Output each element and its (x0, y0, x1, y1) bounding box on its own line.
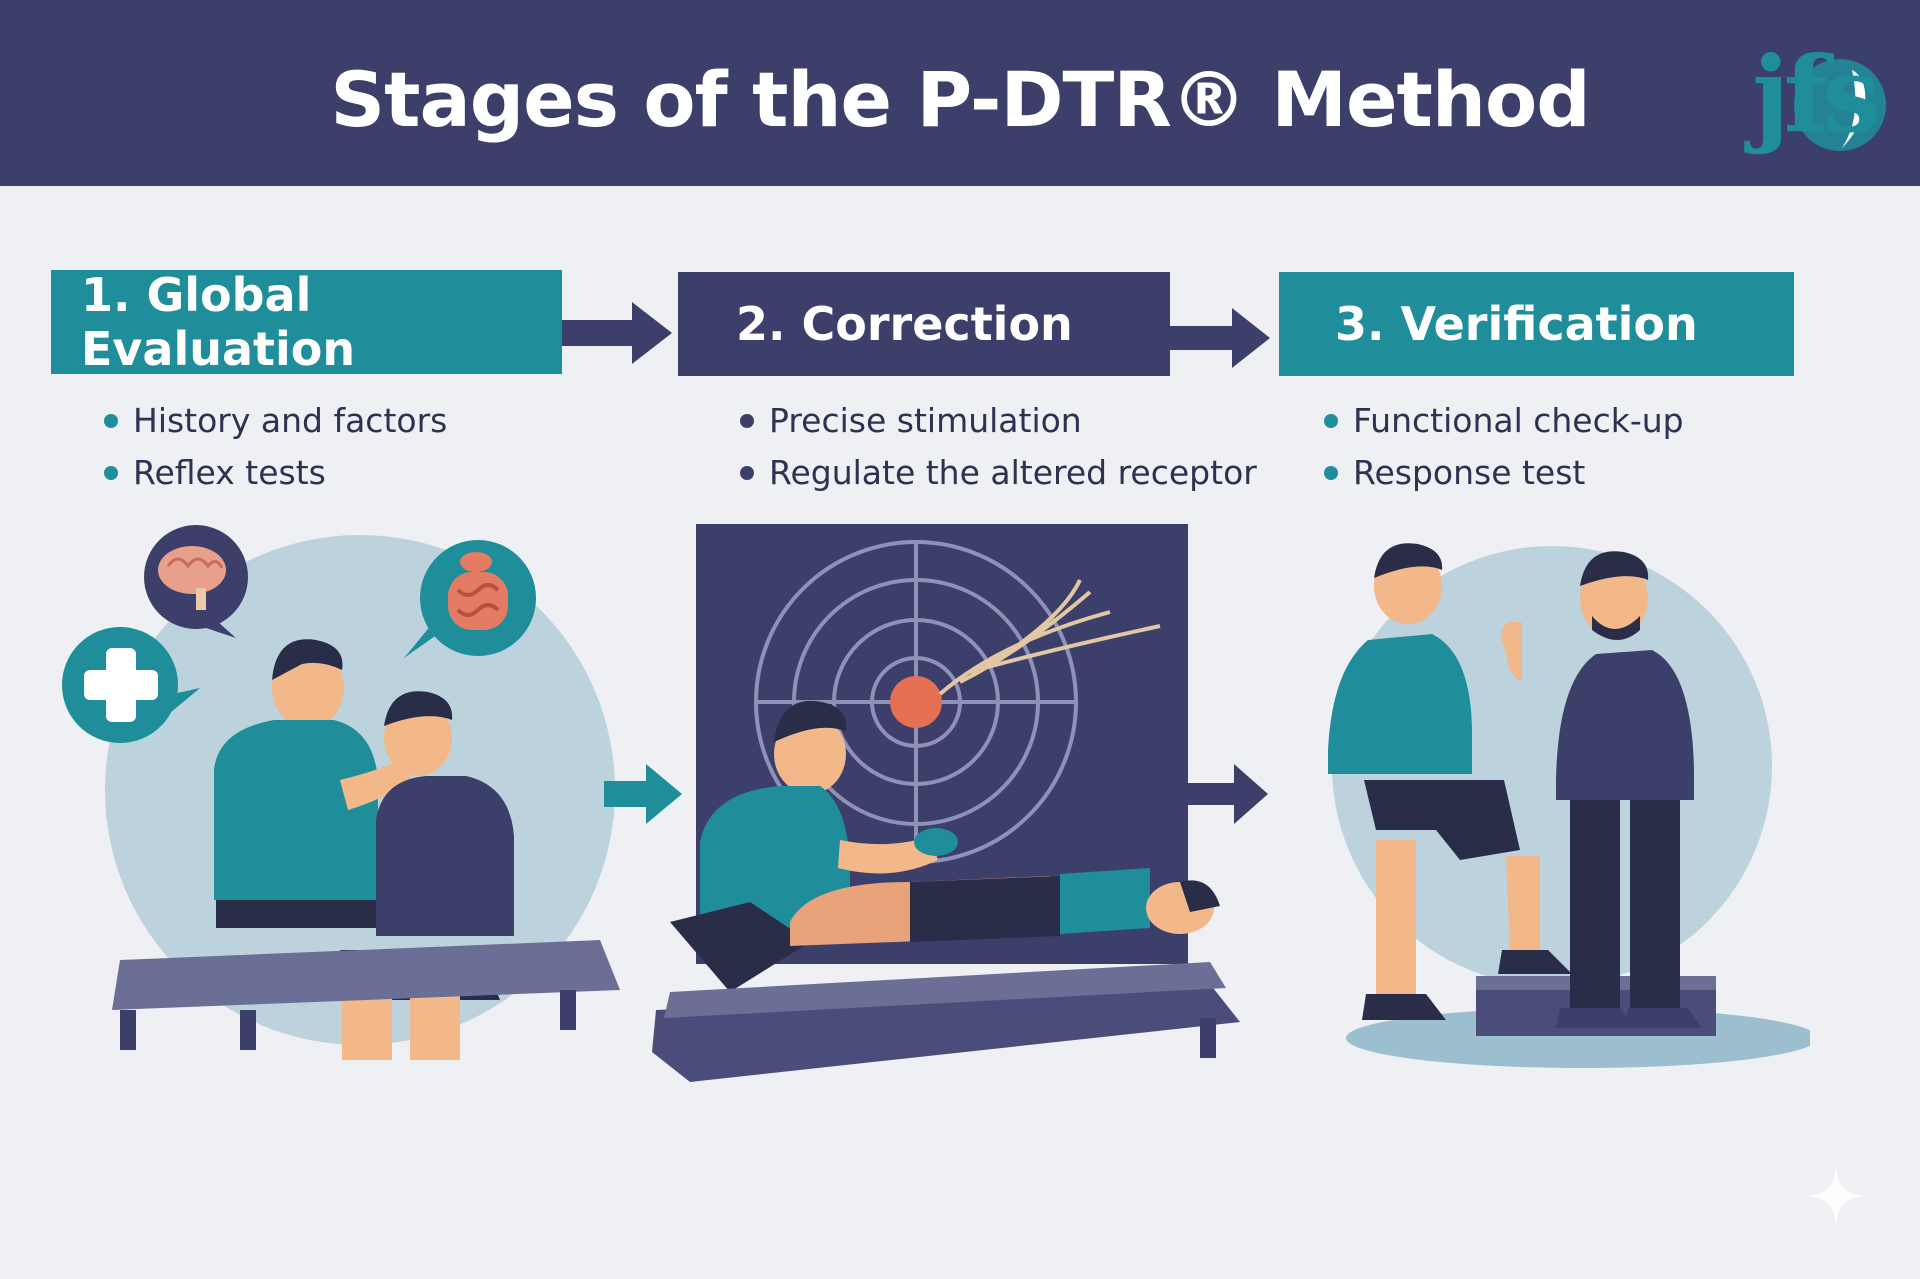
page-title: Stages of the P-DTR® Method (330, 55, 1590, 144)
medical-cross-icon (62, 627, 200, 743)
stage-1-box: 1. Global Evaluation (51, 268, 562, 376)
bullet-dot (104, 466, 118, 480)
arrow-evaluation-to-correction-icon (604, 764, 682, 824)
list-item: Response test (1324, 447, 1684, 499)
stage-3-label: 3. Verification (1335, 297, 1698, 351)
list-item: Regulate the altered receptor (740, 447, 1257, 499)
stage-2-label: 2. Correction (736, 297, 1073, 351)
list-item: Functional check-up (1324, 395, 1684, 447)
patient-figure (790, 868, 1220, 946)
arrow-2-to-3-icon (1170, 308, 1270, 368)
bullet-text: Regulate the altered receptor (769, 453, 1257, 492)
logo-text: jfs (1752, 33, 1881, 156)
bullet-text: Precise stimulation (769, 401, 1082, 440)
therapist-figure (670, 700, 958, 992)
therapist-figure (214, 639, 412, 928)
therapist-figure (1501, 551, 1702, 1028)
sparkle-icon (1808, 1164, 1864, 1228)
correction-illustration (652, 524, 1240, 1082)
treatment-table (652, 962, 1240, 1082)
brain-icon (144, 525, 248, 638)
bullet-text: Response test (1353, 453, 1586, 492)
bullet-dot (104, 414, 118, 428)
stage-3-box: 3. Verification (1279, 272, 1794, 376)
intestine-icon (404, 540, 536, 658)
list-item: Reflex tests (104, 447, 447, 499)
bullet-text: Functional check-up (1353, 401, 1684, 440)
bullet-dot (740, 466, 754, 480)
bullet-text: History and factors (133, 401, 448, 440)
verification-illustration (1328, 543, 1810, 1068)
thumbs-up-icon (1501, 622, 1522, 682)
arrow-correction-to-verification-icon (1186, 764, 1268, 824)
receptor-dot (890, 676, 942, 728)
jfs-logo: jfs (1752, 20, 1892, 170)
stage-1-label: 1. Global Evaluation (81, 268, 356, 376)
stage-2-box: 2. Correction (678, 272, 1170, 376)
stage-3-bullets: Functional check-up Response test (1324, 395, 1684, 499)
patient-figure (1328, 543, 1572, 1020)
arrow-1-to-2-icon (562, 302, 672, 364)
nerve-fibers (938, 579, 1161, 696)
stage-2-bullets: Precise stimulation Regulate the altered… (740, 395, 1257, 499)
list-item: Precise stimulation (740, 395, 1257, 447)
header-bar (0, 0, 1920, 186)
bullet-dot (740, 414, 754, 428)
evaluation-illustration (62, 525, 620, 1060)
bullet-dot (1324, 466, 1338, 480)
bullet-text: Reflex tests (133, 453, 326, 492)
treatment-table (112, 940, 620, 1050)
list-item: History and factors (104, 395, 447, 447)
bullet-dot (1324, 414, 1338, 428)
stage-1-bullets: History and factors Reflex tests (104, 395, 447, 499)
